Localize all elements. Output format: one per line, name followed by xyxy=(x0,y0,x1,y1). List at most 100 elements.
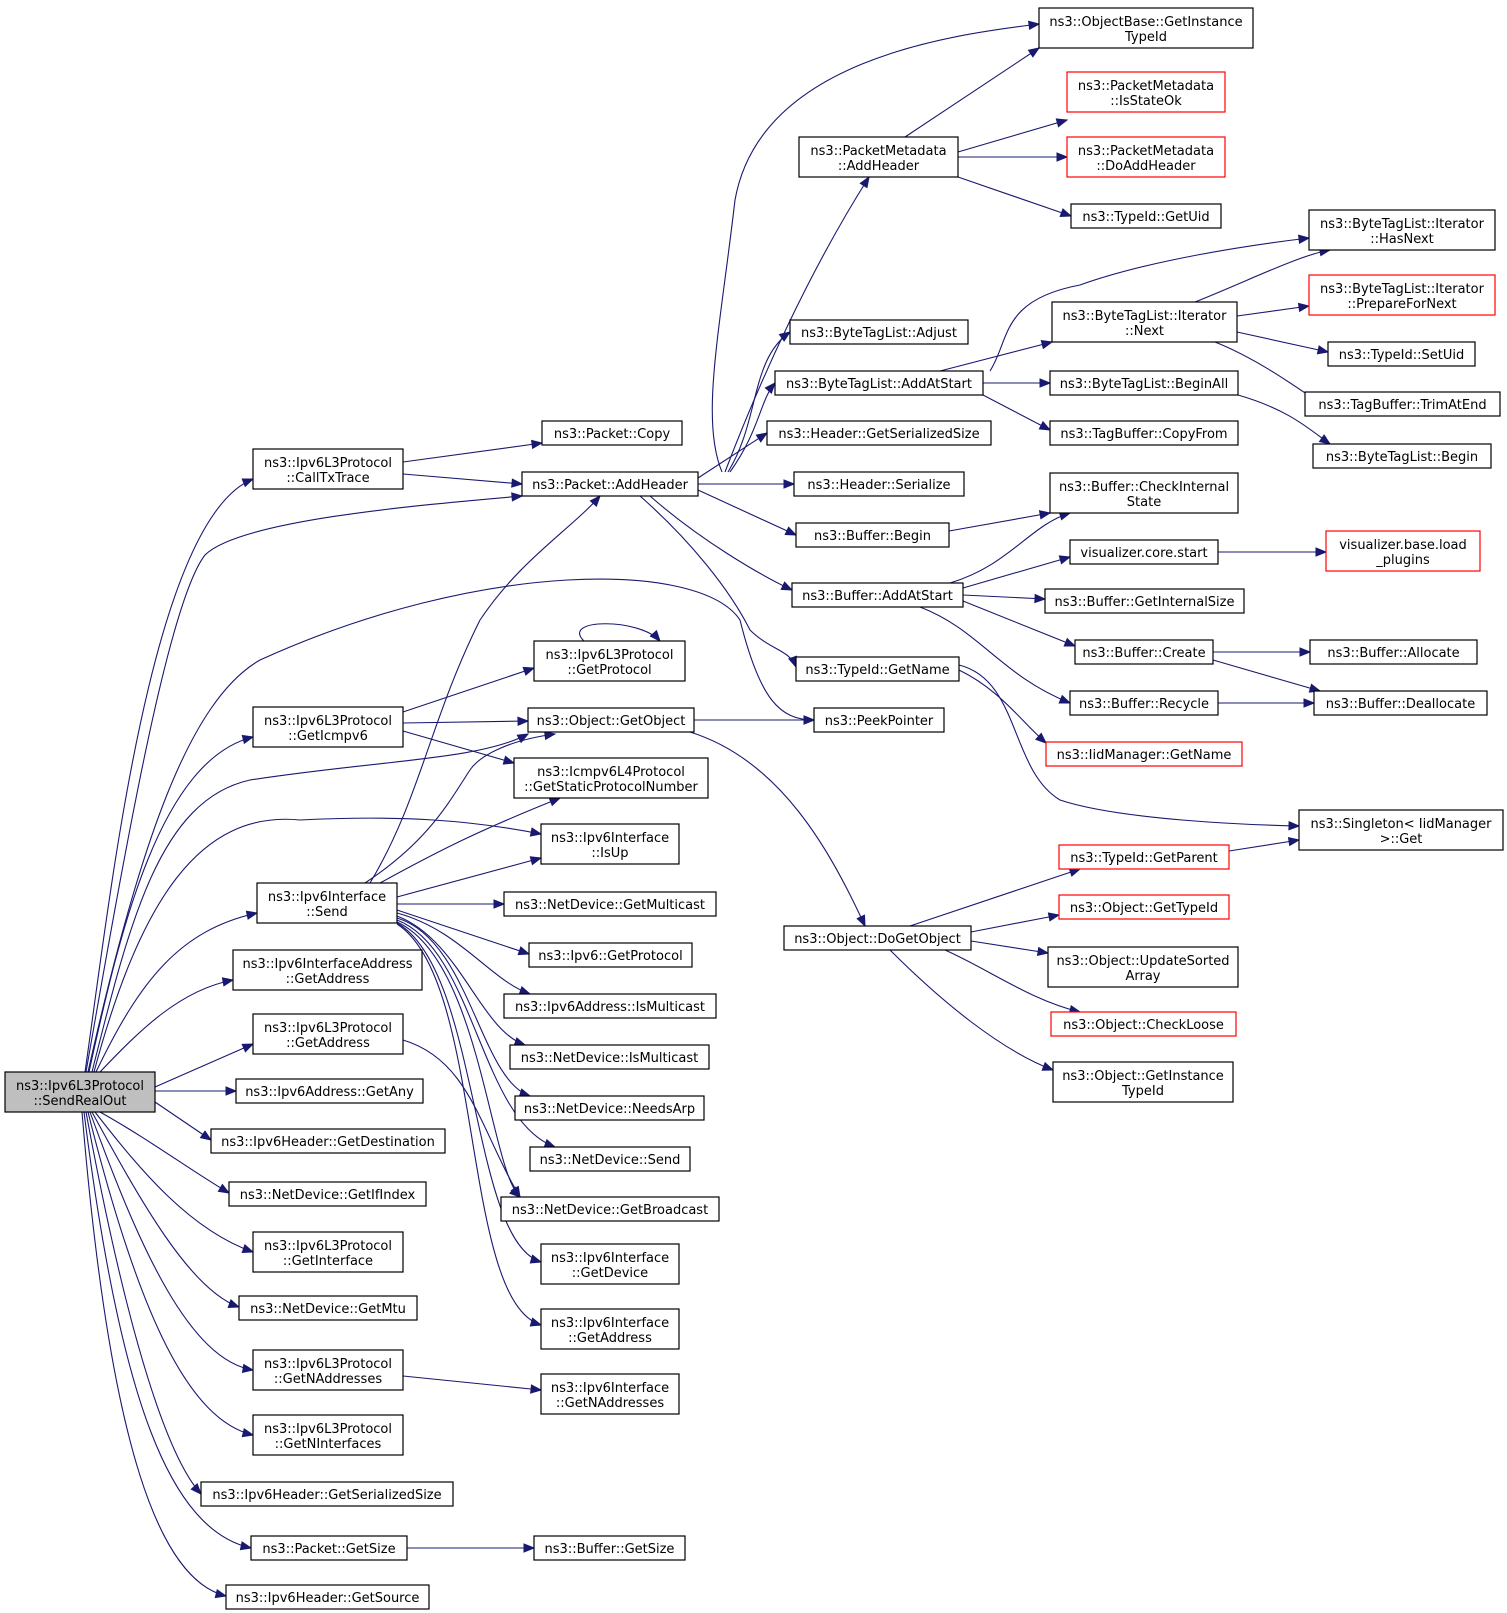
node-getuid[interactable]: ns3::TypeId::GetUid xyxy=(1070,203,1222,229)
node-hdrsrc[interactable]: ns3::Ipv6Header::GetSource xyxy=(225,1584,430,1610)
node-l3getnif[interactable]: ns3::Ipv6L3Protocol::GetNInterfaces xyxy=(252,1414,404,1456)
node-label: ns3::NetDevice::GetMtu xyxy=(250,1302,406,1317)
node-box xyxy=(789,319,969,345)
node-hdrdest[interactable]: ns3::Ipv6Header::GetDestination xyxy=(210,1128,446,1154)
node-ndneedsarp[interactable]: ns3::NetDevice::NeedsArp xyxy=(514,1095,705,1121)
node-ndismc[interactable]: ns3::NetDevice::IsMulticast xyxy=(509,1044,710,1070)
node-box xyxy=(1313,690,1488,716)
arrow-head-icon xyxy=(1055,118,1069,128)
node-vizstart[interactable]: visualizer.core.start xyxy=(1069,539,1219,565)
node-ndifindex[interactable]: ns3::NetDevice::GetIfIndex xyxy=(228,1181,427,1207)
node-singleton[interactable]: ns3::Singleton< IidManager>::Get xyxy=(1298,809,1504,851)
node-label: ns3::TypeId::GetUid xyxy=(1082,210,1209,225)
node-hdrser[interactable]: ns3::Header::Serialize xyxy=(793,471,965,497)
edge-doget-to-objupd xyxy=(970,940,1050,957)
node-label: ns3::NetDevice::NeedsArp xyxy=(524,1102,695,1117)
node-btlitnext[interactable]: ns3::ByteTagList::Iterator::Next xyxy=(1051,301,1238,343)
node-label: ns3::Ipv6L3Protocol xyxy=(264,714,392,729)
node-btladdstart[interactable]: ns3::ByteTagList::AddAtStart xyxy=(774,370,984,396)
node-addheader[interactable]: ns3::Packet::AddHeader xyxy=(521,471,699,497)
node-bufsize[interactable]: ns3::Buffer::GetSize xyxy=(533,1535,686,1561)
node-bufalloc[interactable]: ns3::Buffer::Allocate xyxy=(1309,639,1478,665)
node-bufcreate[interactable]: ns3::Buffer::Create xyxy=(1074,639,1214,665)
node-geticmp[interactable]: ns3::Ipv6L3Protocol::GetIcmpv6 xyxy=(252,706,404,748)
node-box xyxy=(1049,420,1239,446)
node-getprotocol[interactable]: ns3::Ipv6L3Protocol::GetProtocol xyxy=(533,640,686,682)
node-peek[interactable]: ns3::PeekPointer xyxy=(813,707,945,733)
node-label: ns3::Ipv6Header::GetSource xyxy=(236,1591,420,1606)
node-ifgetaddr[interactable]: ns3::Ipv6Interface::GetAddress xyxy=(540,1308,680,1350)
node-addrismc[interactable]: ns3::Ipv6Address::IsMulticast xyxy=(503,993,717,1019)
node-ifaddrget[interactable]: ns3::Ipv6InterfaceAddress::GetAddress xyxy=(232,949,423,991)
node-label: ns3::Singleton< IidManager xyxy=(1310,817,1492,832)
node-tbtrim[interactable]: ns3::TagBuffer::TrimAtEnd xyxy=(1304,391,1501,417)
node-box xyxy=(1066,71,1226,113)
node-label: ns3::Ipv6Interface xyxy=(551,1251,669,1266)
node-pktcopy[interactable]: ns3::Packet::Copy xyxy=(541,420,683,446)
edge-line xyxy=(1236,331,1329,353)
node-box xyxy=(533,640,686,682)
node-ifisup[interactable]: ns3::Ipv6Interface::IsUp xyxy=(540,823,680,865)
node-ndbcast[interactable]: ns3::NetDevice::GetBroadcast xyxy=(500,1196,720,1222)
node-btladjust[interactable]: ns3::ByteTagList::Adjust xyxy=(789,319,969,345)
node-icmpstatic[interactable]: ns3::Icmpv6L4Protocol::GetStaticProtocol… xyxy=(513,757,709,799)
node-pktsize[interactable]: ns3::Packet::GetSize xyxy=(250,1535,408,1561)
node-root[interactable]: ns3::Ipv6L3Protocol::SendRealOut xyxy=(4,1071,156,1113)
edge-geticmp-to-getprotocol xyxy=(402,666,536,713)
node-ndsend[interactable]: ns3::NetDevice::Send xyxy=(529,1146,691,1172)
node-bufbegin[interactable]: ns3::Buffer::Begin xyxy=(795,522,950,548)
node-ndmtu[interactable]: ns3::NetDevice::GetMtu xyxy=(238,1295,418,1321)
arrow-head-icon xyxy=(1035,732,1048,744)
edge-line xyxy=(154,1043,254,1088)
edge-line xyxy=(957,119,1068,153)
node-bufaddstart[interactable]: ns3::Buffer::AddAtStart xyxy=(791,582,964,608)
node-tbcopy[interactable]: ns3::TagBuffer::CopyFrom xyxy=(1049,420,1239,446)
node-calltx[interactable]: ns3::Ipv6L3Protocol::CallTxTrace xyxy=(252,448,404,490)
node-hdrsersize[interactable]: ns3::Ipv6Header::GetSerializedSize xyxy=(200,1481,454,1507)
node-ifsend[interactable]: ns3::Ipv6Interface::Send xyxy=(256,882,398,924)
node-objcheck[interactable]: ns3::Object::CheckLoose xyxy=(1050,1011,1237,1037)
node-hdrsize[interactable]: ns3::Header::GetSerializedSize xyxy=(766,420,992,446)
edge-btladdstart-to-tbcopy xyxy=(982,394,1052,431)
node-iidname[interactable]: ns3::IidManager::GetName xyxy=(1045,741,1243,767)
node-ifgetdev[interactable]: ns3::Ipv6Interface::GetDevice xyxy=(540,1243,680,1285)
node-pmdoadd[interactable]: ns3::PacketMetadata::DoAddHeader xyxy=(1066,136,1226,178)
node-btlhasnext[interactable]: ns3::ByteTagList::Iterator::HasNext xyxy=(1308,209,1496,251)
node-btlbegin[interactable]: ns3::ByteTagList::Begin xyxy=(1312,443,1492,469)
edge-tidname-to-singleton xyxy=(958,664,1301,831)
node-ipv6getproto[interactable]: ns3::Ipv6::GetProtocol xyxy=(528,942,693,968)
node-bufintsize[interactable]: ns3::Buffer::GetInternalSize xyxy=(1044,588,1245,614)
edge-root-to-pktsize xyxy=(83,1111,253,1551)
node-box xyxy=(252,1231,404,1273)
node-addrany[interactable]: ns3::Ipv6Address::GetAny xyxy=(235,1078,424,1104)
node-pmadd[interactable]: ns3::PacketMetadata::AddHeader xyxy=(798,136,959,178)
node-getobject[interactable]: ns3::Object::GetObject xyxy=(527,707,695,733)
node-ifgetnaddr[interactable]: ns3::Ipv6Interface::GetNAddresses xyxy=(540,1373,680,1415)
node-l3getaddr[interactable]: ns3::Ipv6L3Protocol::GetAddress xyxy=(252,1013,404,1055)
node-setuid[interactable]: ns3::TypeId::SetUid xyxy=(1327,341,1476,367)
node-objtid[interactable]: ns3::Object::GetTypeId xyxy=(1058,894,1230,920)
node-box xyxy=(500,1196,720,1222)
node-doget[interactable]: ns3::Object::DoGetObject xyxy=(783,925,972,951)
node-l3getif[interactable]: ns3::Ipv6L3Protocol::GetInterface xyxy=(252,1231,404,1273)
node-bufdealloc[interactable]: ns3::Buffer::Deallocate xyxy=(1313,690,1488,716)
edge-line xyxy=(711,23,1040,473)
arrow-head-icon xyxy=(543,1138,557,1148)
edge-root-to-ifisup xyxy=(93,817,543,1073)
node-btlbeginall[interactable]: ns3::ByteTagList::BeginAll xyxy=(1049,370,1239,396)
node-pmstate[interactable]: ns3::PacketMetadata::IsStateOk xyxy=(1066,71,1226,113)
node-tidparent[interactable]: ns3::TypeId::GetParent xyxy=(1058,844,1230,870)
node-label: ns3::Buffer::AddAtStart xyxy=(802,589,953,604)
node-bufrecycle[interactable]: ns3::Buffer::Recycle xyxy=(1069,690,1219,716)
edge-line xyxy=(369,495,601,884)
node-ndgetmc[interactable]: ns3::NetDevice::GetMulticast xyxy=(503,891,717,917)
node-tidname[interactable]: ns3::TypeId::GetName xyxy=(795,656,960,682)
node-l3getnaddr[interactable]: ns3::Ipv6L3Protocol::GetNAddresses xyxy=(252,1349,404,1391)
node-vizload[interactable]: visualizer.base.load_plugins xyxy=(1325,530,1481,572)
node-btlprep[interactable]: ns3::ByteTagList::Iterator::PrepareForNe… xyxy=(1308,274,1496,316)
edge-bufcreate-to-bufalloc xyxy=(1213,647,1312,657)
